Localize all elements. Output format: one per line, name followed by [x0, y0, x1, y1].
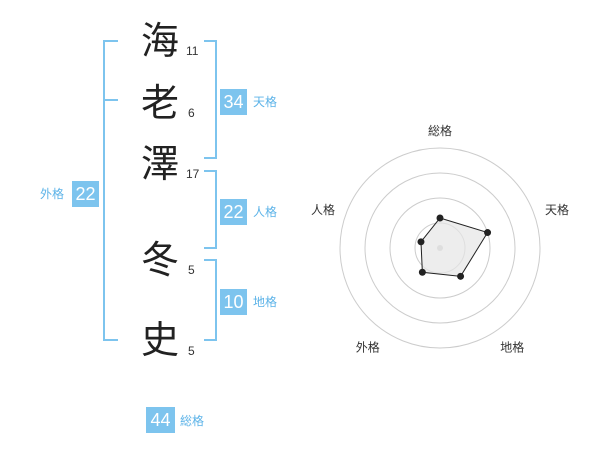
jinkaku-bracket	[204, 170, 217, 249]
chikaku-label: 地格	[253, 295, 278, 309]
chikaku-value: 10	[220, 289, 247, 315]
radar-point	[418, 268, 426, 276]
radar-ring	[364, 172, 516, 324]
tenkaku-bracket	[204, 40, 217, 159]
name-char-5: 史	[141, 318, 180, 362]
stroke-count-3: 17	[186, 167, 200, 181]
stroke-count-1: 11	[186, 44, 199, 58]
radar-ring	[339, 147, 541, 349]
name-char-3: 澤	[141, 142, 180, 186]
name-char-1: 海	[141, 19, 180, 63]
radar-point	[436, 214, 444, 222]
radar-ring	[389, 197, 491, 299]
radar-axis-label: 人格	[311, 202, 335, 217]
radar-axis-label: 外格	[356, 340, 380, 355]
jinkaku-value: 22	[220, 199, 247, 225]
soukaku-label: 総格	[180, 414, 205, 428]
tenkaku-value: 34	[220, 89, 247, 115]
radar-point	[457, 272, 465, 280]
name-char-2: 老	[141, 81, 180, 125]
radar-axis-label: 天格	[545, 202, 569, 217]
jinkaku-label: 人格	[253, 205, 278, 219]
name-char-4: 冬	[141, 238, 180, 282]
soukaku-value: 44	[146, 407, 175, 433]
stroke-count-5: 5	[188, 344, 195, 358]
radar-point	[484, 229, 492, 237]
stroke-count-2: 6	[188, 106, 195, 120]
gaikaku-value: 22	[72, 181, 99, 207]
radar-axis-label: 総格	[428, 123, 452, 138]
stroke-count-4: 5	[188, 263, 195, 277]
tenkaku-label: 天格	[253, 95, 278, 109]
radar-axis-label: 地格	[500, 340, 524, 355]
radar-polygon	[420, 217, 489, 277]
chikaku-bracket	[204, 259, 217, 341]
radar-point	[417, 238, 425, 246]
gaikaku-bracket	[103, 40, 118, 341]
gaikaku-label: 外格	[40, 187, 65, 201]
